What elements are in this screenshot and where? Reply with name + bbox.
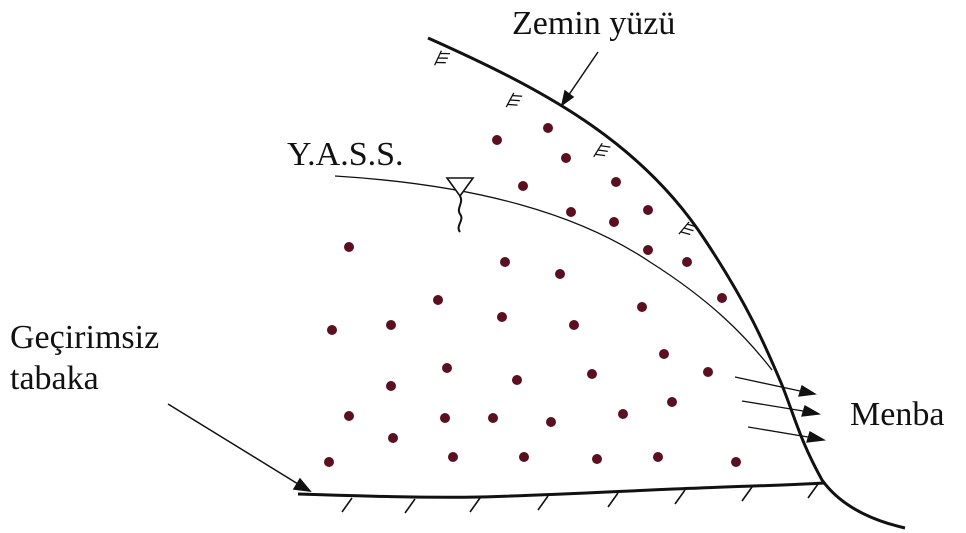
water-table-line [334, 175, 773, 371]
ground-surface-hatches [434, 50, 697, 236]
impermeable-layer-line [297, 481, 826, 499]
outflow-arrows [734, 376, 827, 443]
impermeable-layer-label-line1: Geçirimsiz [10, 319, 159, 356]
spring-label: Menba [850, 396, 944, 433]
aquifer-particles [324, 123, 741, 467]
impermeable-layer-arrow [167, 403, 312, 492]
water-table-marker-icon [445, 177, 475, 233]
impermeable-layer-hatches [341, 483, 819, 514]
ground-surface-label: Zemin yüzü [512, 5, 675, 42]
ground-surface-arrow [560, 51, 599, 107]
water-table-label: Y.A.S.S. [287, 136, 404, 173]
impermeable-layer-label-line2: tabaka [10, 360, 99, 397]
ground-surface-line [427, 36, 906, 530]
